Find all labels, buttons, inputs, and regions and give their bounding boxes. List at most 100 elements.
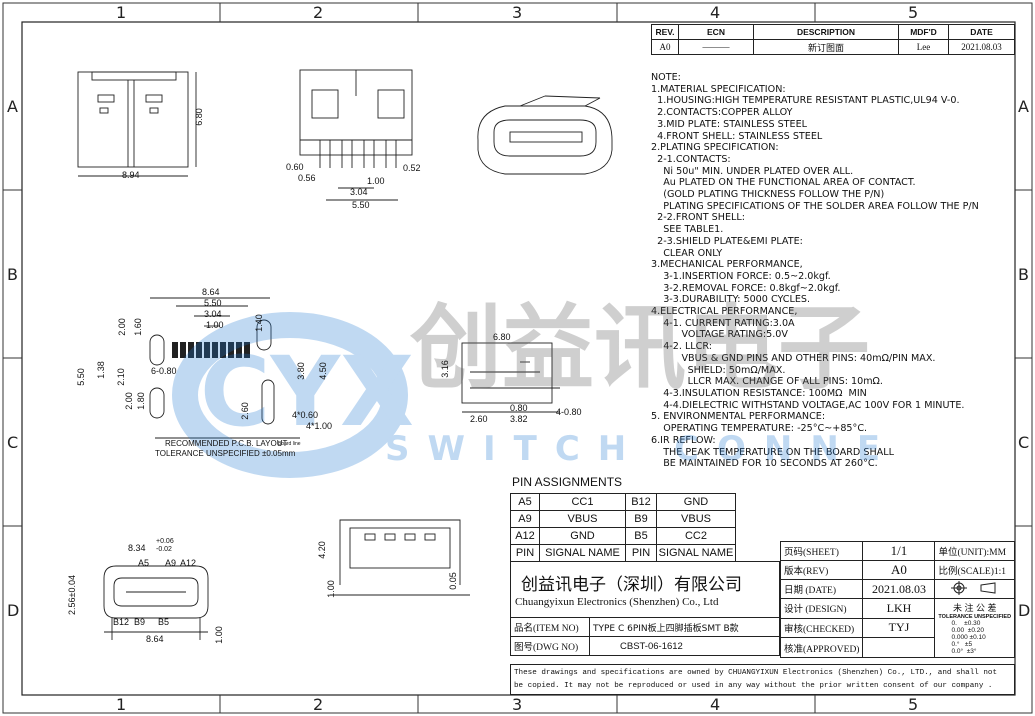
zone-row-c: C [7,433,19,452]
pin-header-row: PIN SIGNAL NAME PIN SIGNAL NAME [510,544,736,562]
note-line: 4.FRONT SHELL: STAINLESS STEEL [651,130,823,142]
company-block: 创益讯电子（深圳）有限公司 Chuangyixun Electronics (S… [510,561,780,617]
zone-col-2: 2 [313,3,324,22]
note-line: 2.PLATING SPECIFICATION: [651,142,779,154]
dim-sv-382: 3.82 [510,414,528,424]
dim-pcb-100: 1.00 [206,320,224,330]
dim-sv-4080: 4-0.80 [556,407,582,417]
checked-label: 审核(CHECKED) [779,617,864,639]
tolerance-title-en: TOLERANCE UNSPECIFIED [938,614,1012,620]
approved-label: 核准(APPROVED) [779,637,864,658]
note-line: SHIELD: 50mΩ/MAX. [651,364,786,376]
zone-col-4-bottom: 4 [710,695,721,714]
signal-cell: GND [656,493,736,511]
note-line: VOLTAGE RATING:5.0V [651,329,788,341]
specification-notes: NOTE:1.MATERIAL SPECIFICATION: 1.HOUSING… [651,72,1026,470]
tb-rev-value: A0 [862,560,936,580]
dim-sv-080: 0.80 [510,403,528,413]
item-value: TYPE C 6PIN板上四脚插板SMT B款 [589,617,780,637]
tb-date-value: 2021.08.03 [862,579,936,599]
pin-row: A12 GND B5 CC2 [510,527,736,545]
note-line: OPERATING TEMPERATURE: -25°C~+85°C. [651,423,868,435]
dim-pcb-304: 3.04 [204,309,222,319]
dim-sv-680: 6.80 [493,332,511,342]
dim-side-060: 0.60 [286,162,304,172]
zone-row-b-right: B [1018,265,1029,284]
zone-row-b: B [7,265,18,284]
note-line: LLCR MAX. CHANGE OF ALL PINS: 10mΩ. [651,376,883,388]
zone-row-a-right: A [1018,97,1029,116]
rev-value: A0 [651,39,679,55]
design-value: LKH [862,598,936,619]
pin-assignments-title: PIN ASSIGNMENTS [512,475,623,489]
pin-assignments-table: A5 CC1 B12 GND A9 VBUS B9 VBUS A12 GND B… [510,493,736,562]
scale-label: 比例(SCALE)1:1 [934,560,1015,580]
zone-col-4: 4 [710,3,721,22]
signal-header: SIGNAL NAME [656,544,736,562]
pcb-note-tolerance: TOLERANCE UNSPECIFIED ±0.05mm [155,449,296,458]
note-line: VBUS & GND PINS AND OTHER PINS: 40mΩ/PIN… [651,352,936,364]
pin-cell: A12 [510,527,540,545]
company-name-cn: 创益讯电子（深圳）有限公司 [521,575,742,595]
note-line: 4-1. CURRENT RATING:3.0A [651,317,795,329]
dim-end-864: 8.64 [146,634,164,644]
dim-end-tol-plus: +0.06 [156,538,174,545]
revision-table: REV. ECN DESCRIPTION MDF'D DATE A0 ——— 新… [651,24,1015,55]
note-line: 5. ENVIRONMENTAL PERFORMANCE: [651,411,826,423]
zone-row-d: D [7,601,20,620]
front-view-outline [77,71,189,168]
note-line: 3-3.DURABILITY: 5000 CYCLES. [651,294,811,306]
dim-pcb-4100: 4*1.00 [306,421,333,431]
pin-cell: B9 [625,510,657,528]
checked-value: TYJ [862,617,936,639]
bottom-view [330,519,470,596]
zone-row-d-right: D [1018,601,1031,620]
note-line: 4-2. LLCR: [651,341,712,353]
zone-col-5: 5 [908,3,919,22]
tolerance-title-cn: 未 注 公 差 [952,603,997,613]
pcb-note-recommended: RECOMMENDED P.C.B. LAYOUT [165,439,288,448]
zone-col-3-bottom: 3 [512,695,523,714]
pin-cell: B5 [625,527,657,545]
disclaimer-line-2: be copied. It may not be reproduced or u… [514,682,993,690]
dim-bot-005: 0.05 [447,572,458,590]
projection-symbol [934,579,1015,599]
dim-pcb-138: 1.38 [95,361,106,379]
end-pin-a5: A5 [138,558,150,568]
dim-pcb-140: 1.40 [253,314,264,332]
note-line: (GOLD PLATING THICKNESS FOLLOW THE P/N) [651,189,885,201]
pin-row: A5 CC1 B12 GND [510,493,736,511]
zone-col-3: 3 [512,3,523,22]
dim-bot-100: 1.00 [325,580,336,598]
tolerance-row: 0. ±0.30 [951,620,981,627]
dim-side-056: 0.56 [298,173,316,183]
dim-sv-316: 3.16 [439,360,450,378]
end-pin-b5: B5 [158,617,170,627]
design-label: 设计 (DESIGN) [779,598,864,619]
note-line: BE MAINTAINED FOR 10 SECONDS AT 260°C. [651,458,878,470]
zone-row-a: A [7,97,18,116]
dim-pcb-680: 6-0.80 [151,366,177,376]
zone-col-1-bottom: 1 [116,695,127,714]
dim-pcb-4060: 4*0.60 [292,410,319,420]
dim-pcb-210: 2.10 [115,368,126,386]
disclaimer-line-1: These drawings and specifications are ow… [514,669,998,677]
note-line: 3-2.REMOVAL FORCE: 0.8kgf~2.0kgf. [651,282,841,294]
dim-bot-420: 4.20 [316,541,327,559]
dim-end-834: 8.34 [128,543,146,553]
dim-side-052: 0.52 [403,163,421,173]
dim-side-304: 3.04 [350,187,368,197]
pcb-note-board-line: Board line [278,441,301,447]
dim-end-256: 2.56±0.04 [66,575,77,615]
dim-pcb-550: 5.50 [204,298,222,308]
rev-label: 版本(REV) [779,560,864,580]
dim-front-width: 8.94 [122,170,140,180]
approved-value [862,637,936,658]
note-line: 3-1.INSERTION FORCE: 0.5~2.0kgf. [651,270,831,282]
pin-header: PIN [510,544,540,562]
tolerance-row: 0.000 ±0.10 [951,634,986,641]
pin-cell: B12 [625,493,657,511]
note-line: PLATING SPECIFICATIONS OF THE SOLDER ARE… [651,200,979,212]
